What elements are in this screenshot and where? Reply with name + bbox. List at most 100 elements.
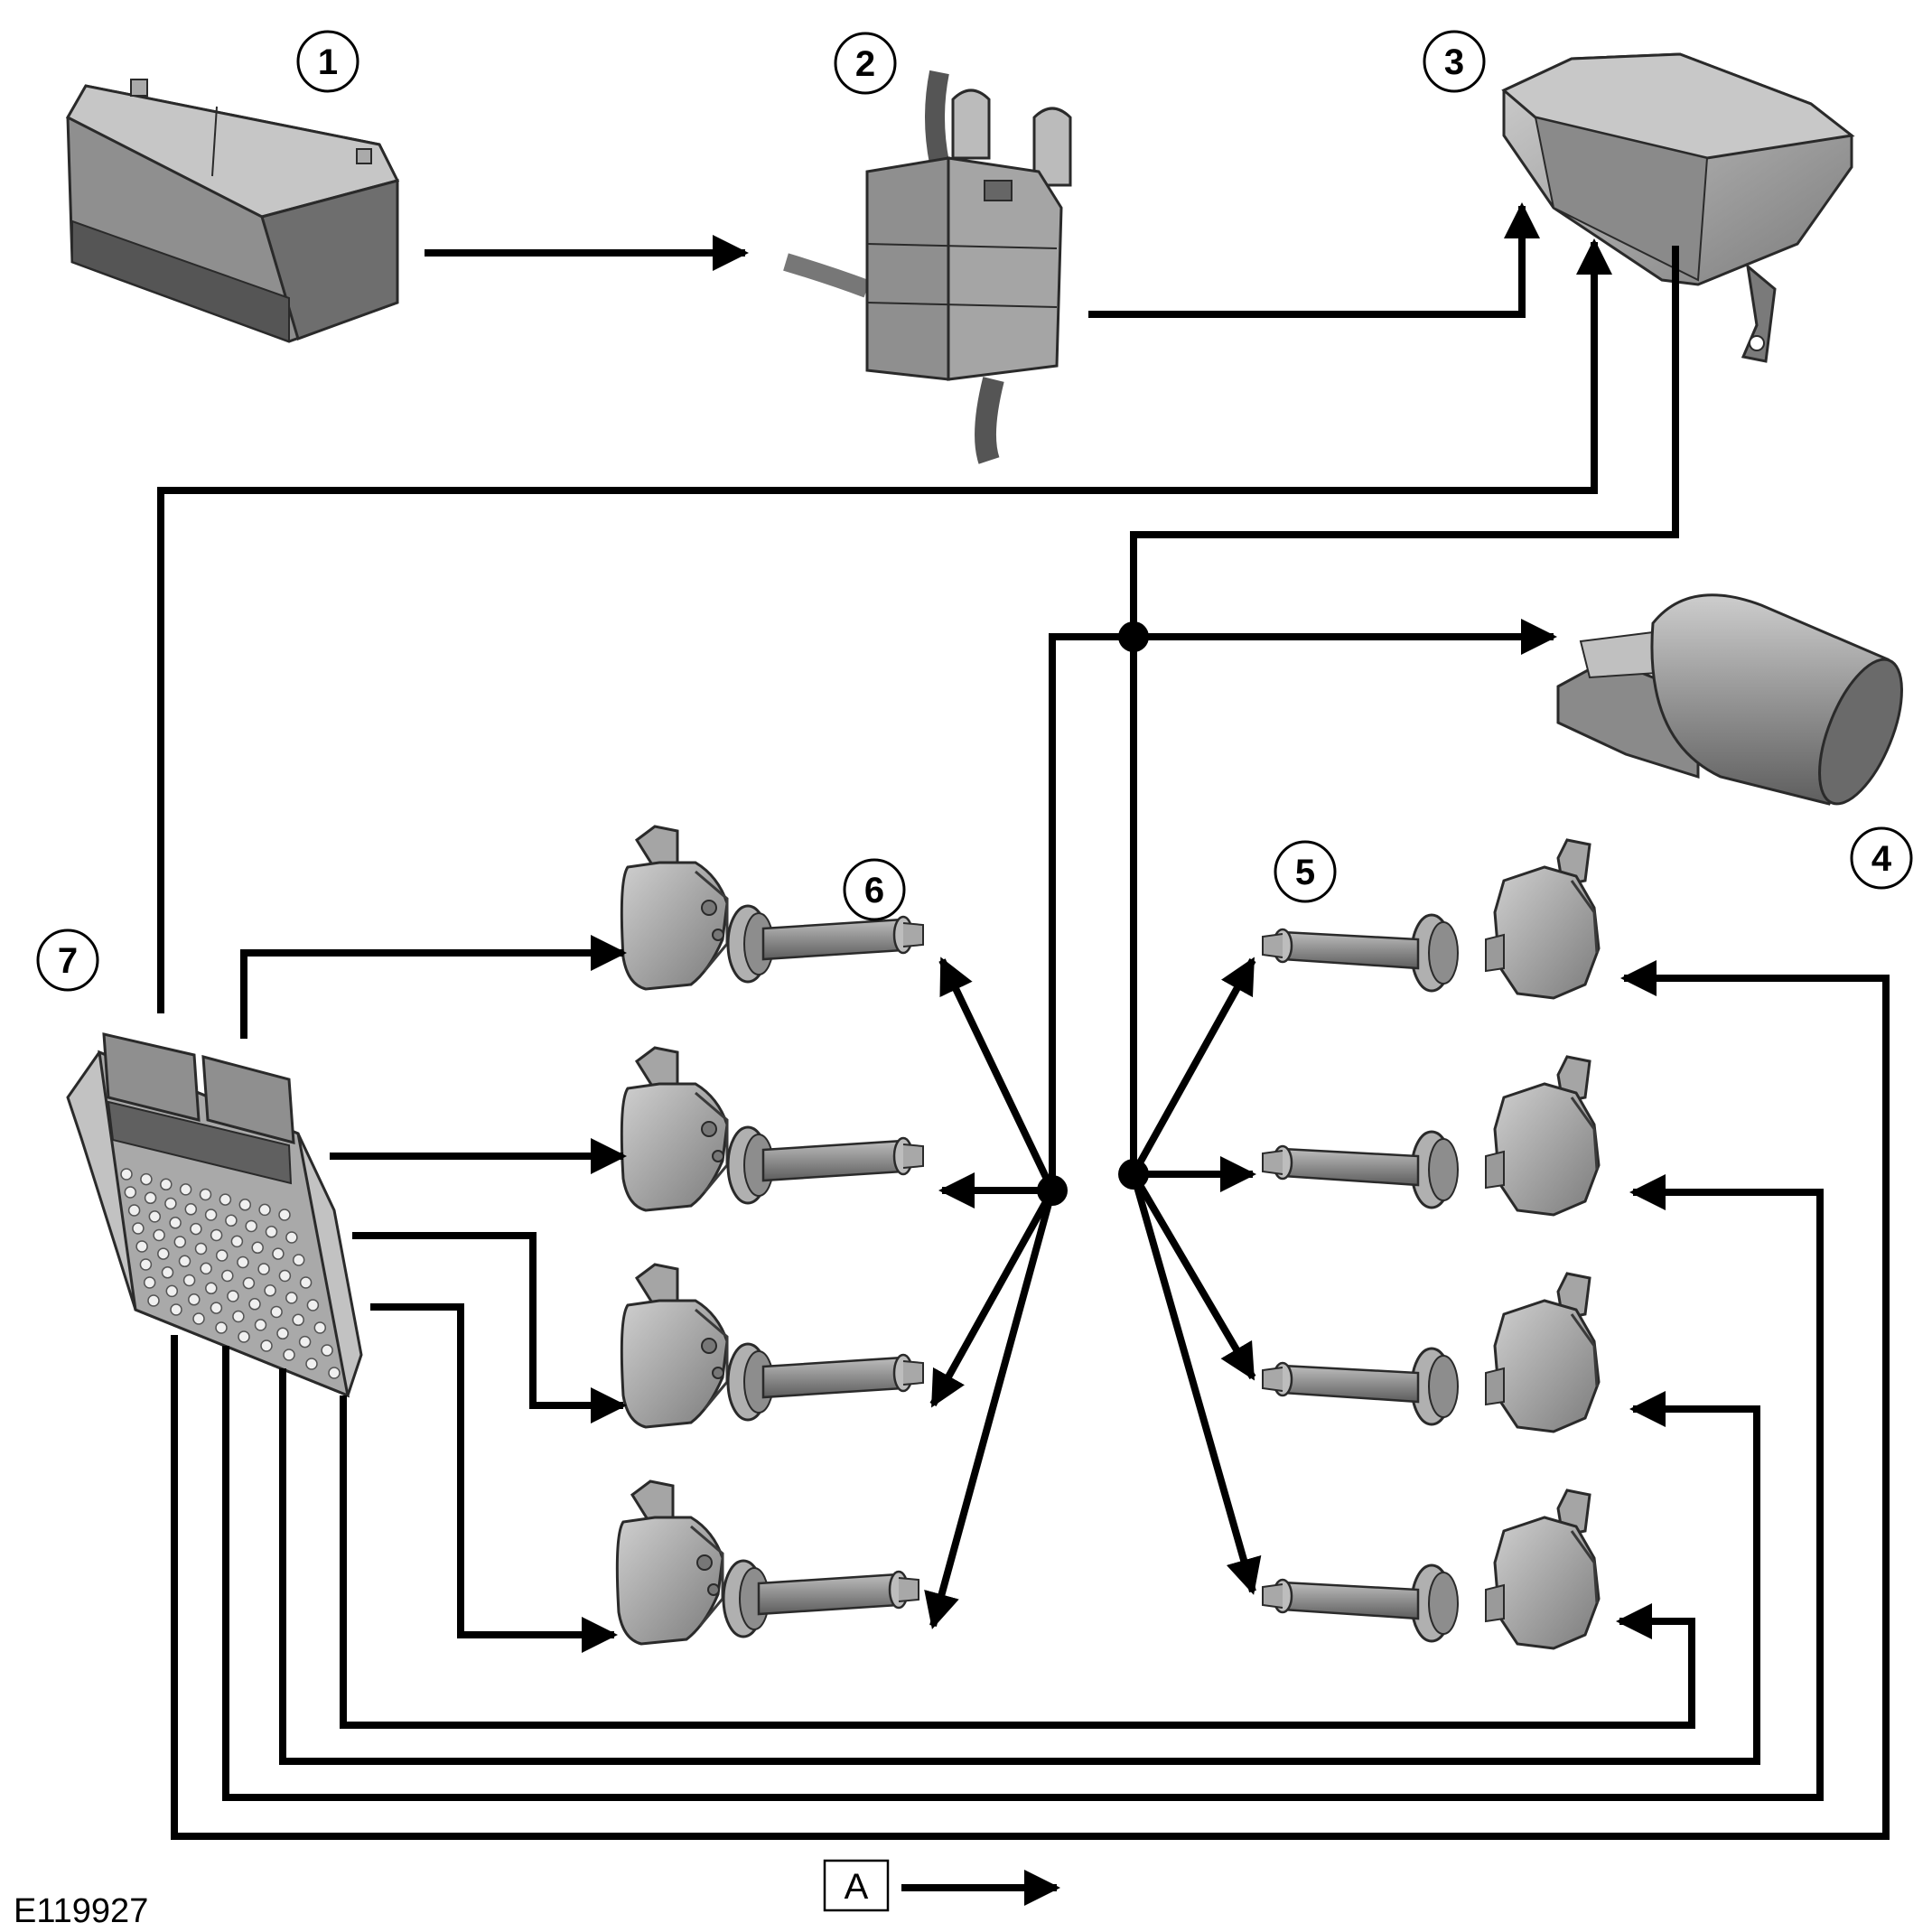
ecm-cooling-dot bbox=[264, 1284, 276, 1297]
key-label: A bbox=[845, 1867, 869, 1907]
svg-text:7: 7 bbox=[58, 941, 78, 981]
ignition-coil-icon bbox=[1261, 1055, 1601, 1217]
reference-code: E119927 bbox=[14, 1892, 148, 1930]
ecm-cooling-dot bbox=[292, 1313, 304, 1327]
svg-text:2: 2 bbox=[855, 44, 875, 84]
callout-6: 6 bbox=[843, 858, 906, 921]
svg-text:4: 4 bbox=[1871, 839, 1892, 879]
ecm-cooling-dot bbox=[272, 1247, 285, 1260]
ecm-cooling-dot bbox=[205, 1282, 218, 1295]
wire-ecm-to-coil5-4 bbox=[340, 1395, 1695, 1729]
ecm-cooling-dot bbox=[283, 1349, 295, 1361]
ignition-coil-bank-5 bbox=[1261, 838, 1601, 1650]
wire-node-to-coil5-1 bbox=[1130, 957, 1256, 1176]
ecm-cooling-dot bbox=[248, 1298, 261, 1311]
ecm-cooling-dot bbox=[169, 1217, 182, 1229]
ecm-cooling-dot bbox=[199, 1188, 212, 1201]
ecm-cooling-dot bbox=[160, 1178, 173, 1191]
ecm-cooling-dot bbox=[242, 1276, 256, 1290]
wire-feed-to-capacitor bbox=[1049, 619, 1557, 1190]
svg-text:1: 1 bbox=[318, 42, 338, 82]
ecm-cooling-dot bbox=[230, 1235, 244, 1248]
ecm-cooling-dot bbox=[265, 1226, 278, 1238]
ecm-cooling-dot bbox=[219, 1193, 232, 1206]
junction-dot bbox=[1037, 1175, 1068, 1206]
ignition-coil-icon bbox=[615, 1479, 920, 1646]
ecm-cooling-dot bbox=[132, 1222, 145, 1235]
ecm-cooling-dot bbox=[124, 1186, 137, 1199]
ecm-cooling-dot bbox=[285, 1231, 298, 1244]
wire-node-to-coil6-4 bbox=[924, 1189, 1056, 1629]
ecm-cooling-dot bbox=[292, 1254, 305, 1266]
wire-ecm-to-coil5-1 bbox=[171, 960, 1890, 1840]
ecm-cooling-dot bbox=[321, 1344, 333, 1357]
ignition-coil-icon bbox=[620, 1046, 925, 1212]
ecm-cooling-dot bbox=[270, 1305, 283, 1319]
ecm-cooling-dot bbox=[153, 1228, 165, 1242]
wire-node-to-coil6-3 bbox=[929, 1189, 1056, 1408]
junction-dots bbox=[1037, 621, 1149, 1206]
ecm-cooling-dot bbox=[190, 1222, 202, 1236]
ecm-cooling-dot bbox=[210, 1302, 223, 1314]
ecm-cooling-dot bbox=[170, 1303, 182, 1316]
engine-control-module-icon bbox=[66, 1032, 363, 1398]
ecm-cooling-dot bbox=[278, 1269, 292, 1283]
ecm-cooling-dot bbox=[238, 1330, 250, 1343]
ecm-cooling-dot bbox=[161, 1266, 174, 1279]
ecm-cooling-dot bbox=[144, 1191, 157, 1205]
ecm-cooling-dot bbox=[120, 1168, 133, 1181]
svg-text:6: 6 bbox=[864, 871, 884, 910]
ecm-cooling-dot bbox=[232, 1310, 245, 1323]
svg-text:5: 5 bbox=[1295, 853, 1315, 892]
ecm-cooling-dot bbox=[148, 1210, 162, 1223]
wire-ejb-feed bbox=[1130, 246, 1679, 1174]
ecm-cooling-dot bbox=[245, 1219, 257, 1233]
svg-text:3: 3 bbox=[1444, 42, 1464, 82]
ecm-cooling-dot bbox=[215, 1249, 229, 1262]
ecm-cooling-dot bbox=[127, 1204, 141, 1217]
ecm-cooling-dot bbox=[147, 1294, 160, 1307]
ecm-cooling-dot bbox=[225, 1214, 238, 1227]
wire-ecm-to-coil6-4 bbox=[370, 1303, 618, 1653]
ecm-cooling-dot bbox=[285, 1292, 298, 1304]
ecm-cooling-dot bbox=[237, 1255, 249, 1269]
battery-icon bbox=[65, 79, 400, 343]
callout-3: 3 bbox=[1423, 30, 1486, 93]
callout-1: 1 bbox=[296, 30, 359, 93]
ecm-cooling-dot bbox=[238, 1199, 252, 1211]
suppression-capacitor-icon bbox=[1556, 593, 1903, 806]
ecm-cooling-dot bbox=[227, 1290, 239, 1302]
ecm-cooling-dot bbox=[254, 1319, 267, 1331]
ecm-cooling-dot bbox=[192, 1312, 205, 1325]
ecm-cooling-dot bbox=[257, 1263, 270, 1275]
battery-junction-box-icon bbox=[783, 70, 1072, 464]
ecm-cooling-dot bbox=[306, 1299, 320, 1311]
ecm-cooling-dot bbox=[173, 1236, 187, 1248]
ecm-cooling-dot bbox=[276, 1327, 289, 1340]
ecm-cooling-dot bbox=[278, 1209, 291, 1221]
ignition-coil-icon bbox=[1261, 1489, 1601, 1650]
ecm-cooling-dot bbox=[179, 1183, 192, 1196]
ecm-cooling-dot bbox=[188, 1293, 201, 1306]
ecm-cooling-dot bbox=[221, 1269, 234, 1283]
ecm-cooling-dot bbox=[328, 1367, 341, 1379]
ecm-cooling-dot bbox=[298, 1335, 312, 1349]
ecm-cooling-dot bbox=[258, 1203, 271, 1217]
ignition-coil-icon bbox=[620, 1263, 925, 1429]
key-legend: A bbox=[823, 1859, 1060, 1912]
junction-dot bbox=[1118, 1159, 1149, 1190]
wire-ecm-to-coil6-3 bbox=[352, 1232, 627, 1423]
wiring bbox=[157, 202, 1890, 1840]
wire-node-to-coil5-4 bbox=[1130, 1172, 1262, 1595]
ecm-cooling-dot bbox=[184, 1203, 198, 1216]
ecm-cooling-dot bbox=[164, 1197, 177, 1210]
ecm-cooling-dot bbox=[204, 1209, 218, 1221]
ecm-cooling-dot bbox=[210, 1228, 223, 1242]
callout-5: 5 bbox=[1274, 840, 1337, 903]
key-box bbox=[823, 1859, 890, 1912]
ecm-cooling-dot bbox=[139, 1258, 153, 1271]
wire-ecm-to-coil5-2 bbox=[222, 1174, 1824, 1801]
ecm-cooling-dot bbox=[178, 1255, 191, 1268]
wire-node-to-coil5-3 bbox=[1130, 1171, 1256, 1381]
